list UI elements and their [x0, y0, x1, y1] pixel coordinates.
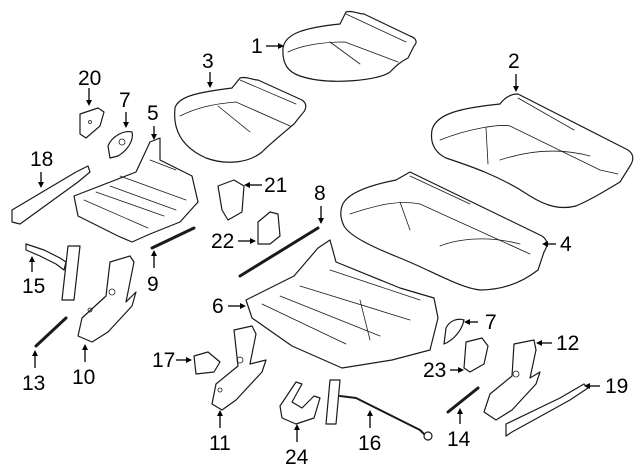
- callout-13[interactable]: 13: [22, 372, 45, 395]
- callout-labels: 1 2 3 4 5 6 7 7 8 9 10 11 12 13 14 15 16…: [22, 35, 628, 469]
- part-21-cover[interactable]: [217, 179, 245, 221]
- callout-10[interactable]: 10: [72, 366, 95, 389]
- part-16-rod[interactable]: [325, 379, 433, 441]
- part-4-cushion[interactable]: [340, 171, 548, 291]
- part-11-hinge[interactable]: [211, 325, 267, 411]
- callout-23[interactable]: 23: [423, 359, 446, 382]
- part-22-cover[interactable]: [257, 211, 281, 245]
- part-18-trim[interactable]: [11, 165, 91, 225]
- callout-2[interactable]: 2: [508, 50, 520, 73]
- part-6-frame[interactable]: [245, 239, 439, 369]
- callout-4[interactable]: 4: [560, 233, 572, 256]
- part-7-left[interactable]: [107, 131, 133, 159]
- callout-16[interactable]: 16: [358, 432, 381, 455]
- callout-9[interactable]: 9: [147, 273, 159, 296]
- part-17-latch[interactable]: [193, 351, 221, 375]
- part-3-cushion[interactable]: [174, 76, 307, 163]
- part-2-cushion[interactable]: [430, 93, 634, 209]
- callout-6[interactable]: 6: [212, 295, 224, 318]
- part-13-strut[interactable]: [34, 316, 68, 348]
- callout-14[interactable]: 14: [447, 428, 471, 451]
- part-23-cover[interactable]: [463, 337, 489, 373]
- part-1-cushion[interactable]: [282, 10, 417, 82]
- part-8-strut[interactable]: [238, 226, 320, 278]
- callout-15[interactable]: 15: [22, 275, 45, 298]
- callout-18[interactable]: 18: [30, 148, 53, 171]
- callout-8[interactable]: 8: [314, 182, 326, 205]
- part-5-frame[interactable]: [73, 137, 199, 243]
- callout-7-left[interactable]: 7: [119, 89, 131, 112]
- callout-22[interactable]: 22: [211, 230, 234, 253]
- callout-11[interactable]: 11: [209, 432, 231, 455]
- callout-19[interactable]: 19: [605, 375, 628, 398]
- callout-3[interactable]: 3: [202, 50, 214, 73]
- callout-24[interactable]: 24: [285, 446, 309, 469]
- leader-lines: [29, 43, 600, 442]
- part-20-bracket[interactable]: [79, 107, 105, 139]
- callout-1[interactable]: 1: [251, 35, 263, 58]
- callout-5[interactable]: 5: [147, 102, 159, 125]
- part-12-hinge[interactable]: [483, 339, 541, 421]
- part-24-clip[interactable]: [279, 381, 321, 425]
- part-10-hinge[interactable]: [77, 255, 137, 343]
- callout-17[interactable]: 17: [152, 349, 175, 372]
- part-14-strut[interactable]: [446, 386, 480, 414]
- callout-7-right[interactable]: 7: [485, 311, 497, 334]
- callout-21[interactable]: 21: [264, 174, 287, 197]
- callout-12[interactable]: 12: [556, 332, 579, 355]
- part-7-right[interactable]: [443, 318, 465, 345]
- callout-20[interactable]: 20: [78, 67, 101, 90]
- part-19-trim[interactable]: [505, 383, 589, 437]
- part-15-handle[interactable]: [25, 243, 81, 301]
- part-9-strut[interactable]: [150, 226, 196, 250]
